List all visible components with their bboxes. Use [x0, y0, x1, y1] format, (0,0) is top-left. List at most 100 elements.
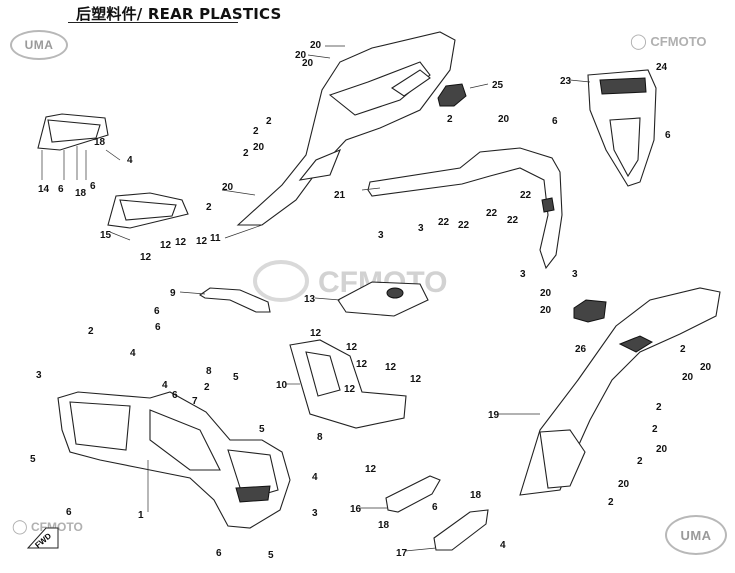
callout-6: 6 — [90, 181, 96, 192]
callout-6: 6 — [665, 130, 671, 141]
callout-3: 3 — [418, 223, 424, 234]
callout-5: 5 — [233, 372, 239, 383]
callout-25: 25 — [492, 80, 504, 91]
callout-5: 5 — [268, 550, 274, 561]
callout-2: 2 — [447, 114, 453, 125]
title-underline — [68, 22, 238, 23]
callout-20: 20 — [618, 479, 630, 490]
callout-6: 6 — [66, 507, 72, 518]
callout-1: 1 — [138, 510, 144, 521]
callout-4: 4 — [127, 155, 133, 166]
callout-6: 6 — [552, 116, 558, 127]
callout-8: 8 — [206, 366, 212, 377]
callout-12: 12 — [344, 384, 356, 395]
callout-18: 18 — [94, 137, 106, 148]
callout-22: 22 — [486, 208, 498, 219]
callout-6: 6 — [216, 548, 222, 559]
callout-10: 10 — [276, 380, 288, 391]
callout-2: 2 — [243, 148, 249, 159]
callout-2: 2 — [204, 382, 210, 393]
callout-20: 20 — [700, 362, 712, 373]
callout-13: 13 — [304, 294, 316, 305]
callout-23: 23 — [560, 76, 572, 87]
callout-22: 22 — [458, 220, 470, 231]
callout-6: 6 — [172, 390, 178, 401]
callout-20: 20 — [540, 305, 552, 316]
diagram-title: 后塑料件/ REAR PLASTICS — [76, 5, 282, 23]
callout-5: 5 — [30, 454, 36, 465]
callout-4: 4 — [500, 540, 506, 551]
callout-12: 12 — [140, 252, 152, 263]
callout-6: 6 — [58, 184, 64, 195]
cfmoto-logo-top-right: ◯ CFMOTO — [630, 32, 707, 50]
callout-18: 18 — [75, 188, 87, 199]
callout-19: 19 — [488, 410, 500, 421]
callout-22: 22 — [507, 215, 519, 226]
callout-21: 21 — [334, 190, 346, 201]
leader-lines — [41, 45, 591, 552]
callout-3: 3 — [572, 269, 578, 280]
callout-3: 3 — [36, 370, 42, 381]
callout-4: 4 — [162, 380, 168, 391]
callout-20: 20 — [540, 288, 552, 299]
callout-18: 18 — [470, 490, 482, 501]
callout-2: 2 — [656, 402, 662, 413]
callout-labels: 14 6 18 6 18 4 15 12 12 12 12 11 2 20 2 … — [30, 40, 712, 561]
callout-6: 6 — [432, 502, 438, 513]
callout-11: 11 — [210, 233, 221, 244]
part-9-trim — [198, 287, 271, 313]
callout-12: 12 — [385, 362, 397, 373]
callout-20: 20 — [302, 58, 314, 69]
callout-20: 20 — [682, 372, 694, 383]
callout-16: 16 — [350, 504, 362, 515]
uma-logo-top: UMA — [10, 30, 68, 60]
callout-12: 12 — [365, 464, 377, 475]
cfmoto-icon: ◯ — [12, 518, 28, 534]
callout-12: 12 — [196, 236, 208, 247]
callout-20: 20 — [253, 142, 265, 153]
cfmoto-logo-top-right-text: CFMOTO — [650, 34, 707, 49]
callout-7: 7 — [192, 396, 198, 407]
callout-3: 3 — [520, 269, 526, 280]
callout-4: 4 — [312, 472, 318, 483]
uma-logo-bottom: UMA — [665, 515, 727, 555]
part-13-tray — [337, 281, 429, 317]
callout-20: 20 — [310, 40, 322, 51]
callout-18: 18 — [378, 520, 390, 531]
part-17-trim — [433, 509, 489, 551]
callout-12: 12 — [410, 374, 422, 385]
callout-22: 22 — [438, 217, 450, 228]
callout-6: 6 — [155, 322, 161, 333]
callout-12: 12 — [356, 359, 368, 370]
callout-20: 20 — [498, 114, 510, 125]
part-16-trim — [385, 475, 441, 513]
part-11-side-panel — [236, 31, 456, 226]
callout-4: 4 — [130, 348, 136, 359]
callout-2: 2 — [608, 497, 614, 508]
callout-2: 2 — [680, 344, 686, 355]
callout-2: 2 — [206, 202, 212, 213]
callout-2: 2 — [253, 126, 259, 137]
callout-2: 2 — [266, 116, 272, 127]
callout-26: 26 — [575, 344, 587, 355]
callout-14: 14 — [38, 184, 50, 195]
callout-3: 3 — [312, 508, 318, 519]
callout-5: 5 — [259, 424, 265, 435]
callout-22: 22 — [520, 190, 532, 201]
callout-12: 12 — [175, 237, 187, 248]
callout-2: 2 — [652, 424, 658, 435]
callout-3: 3 — [378, 230, 384, 241]
cfmoto-icon: ◯ — [630, 33, 647, 50]
part-25-clip — [437, 83, 467, 107]
callout-9: 9 — [170, 288, 176, 299]
part-26-clip — [573, 299, 607, 323]
callout-12: 12 — [160, 240, 172, 251]
uma-logo-top-text: UMA — [24, 38, 54, 52]
callout-20: 20 — [295, 50, 307, 61]
uma-logo-bottom-text: UMA — [680, 528, 712, 543]
callout-2: 2 — [88, 326, 94, 337]
callout-12: 12 — [346, 342, 358, 353]
callout-17: 17 — [396, 548, 408, 559]
callout-12: 12 — [310, 328, 322, 339]
